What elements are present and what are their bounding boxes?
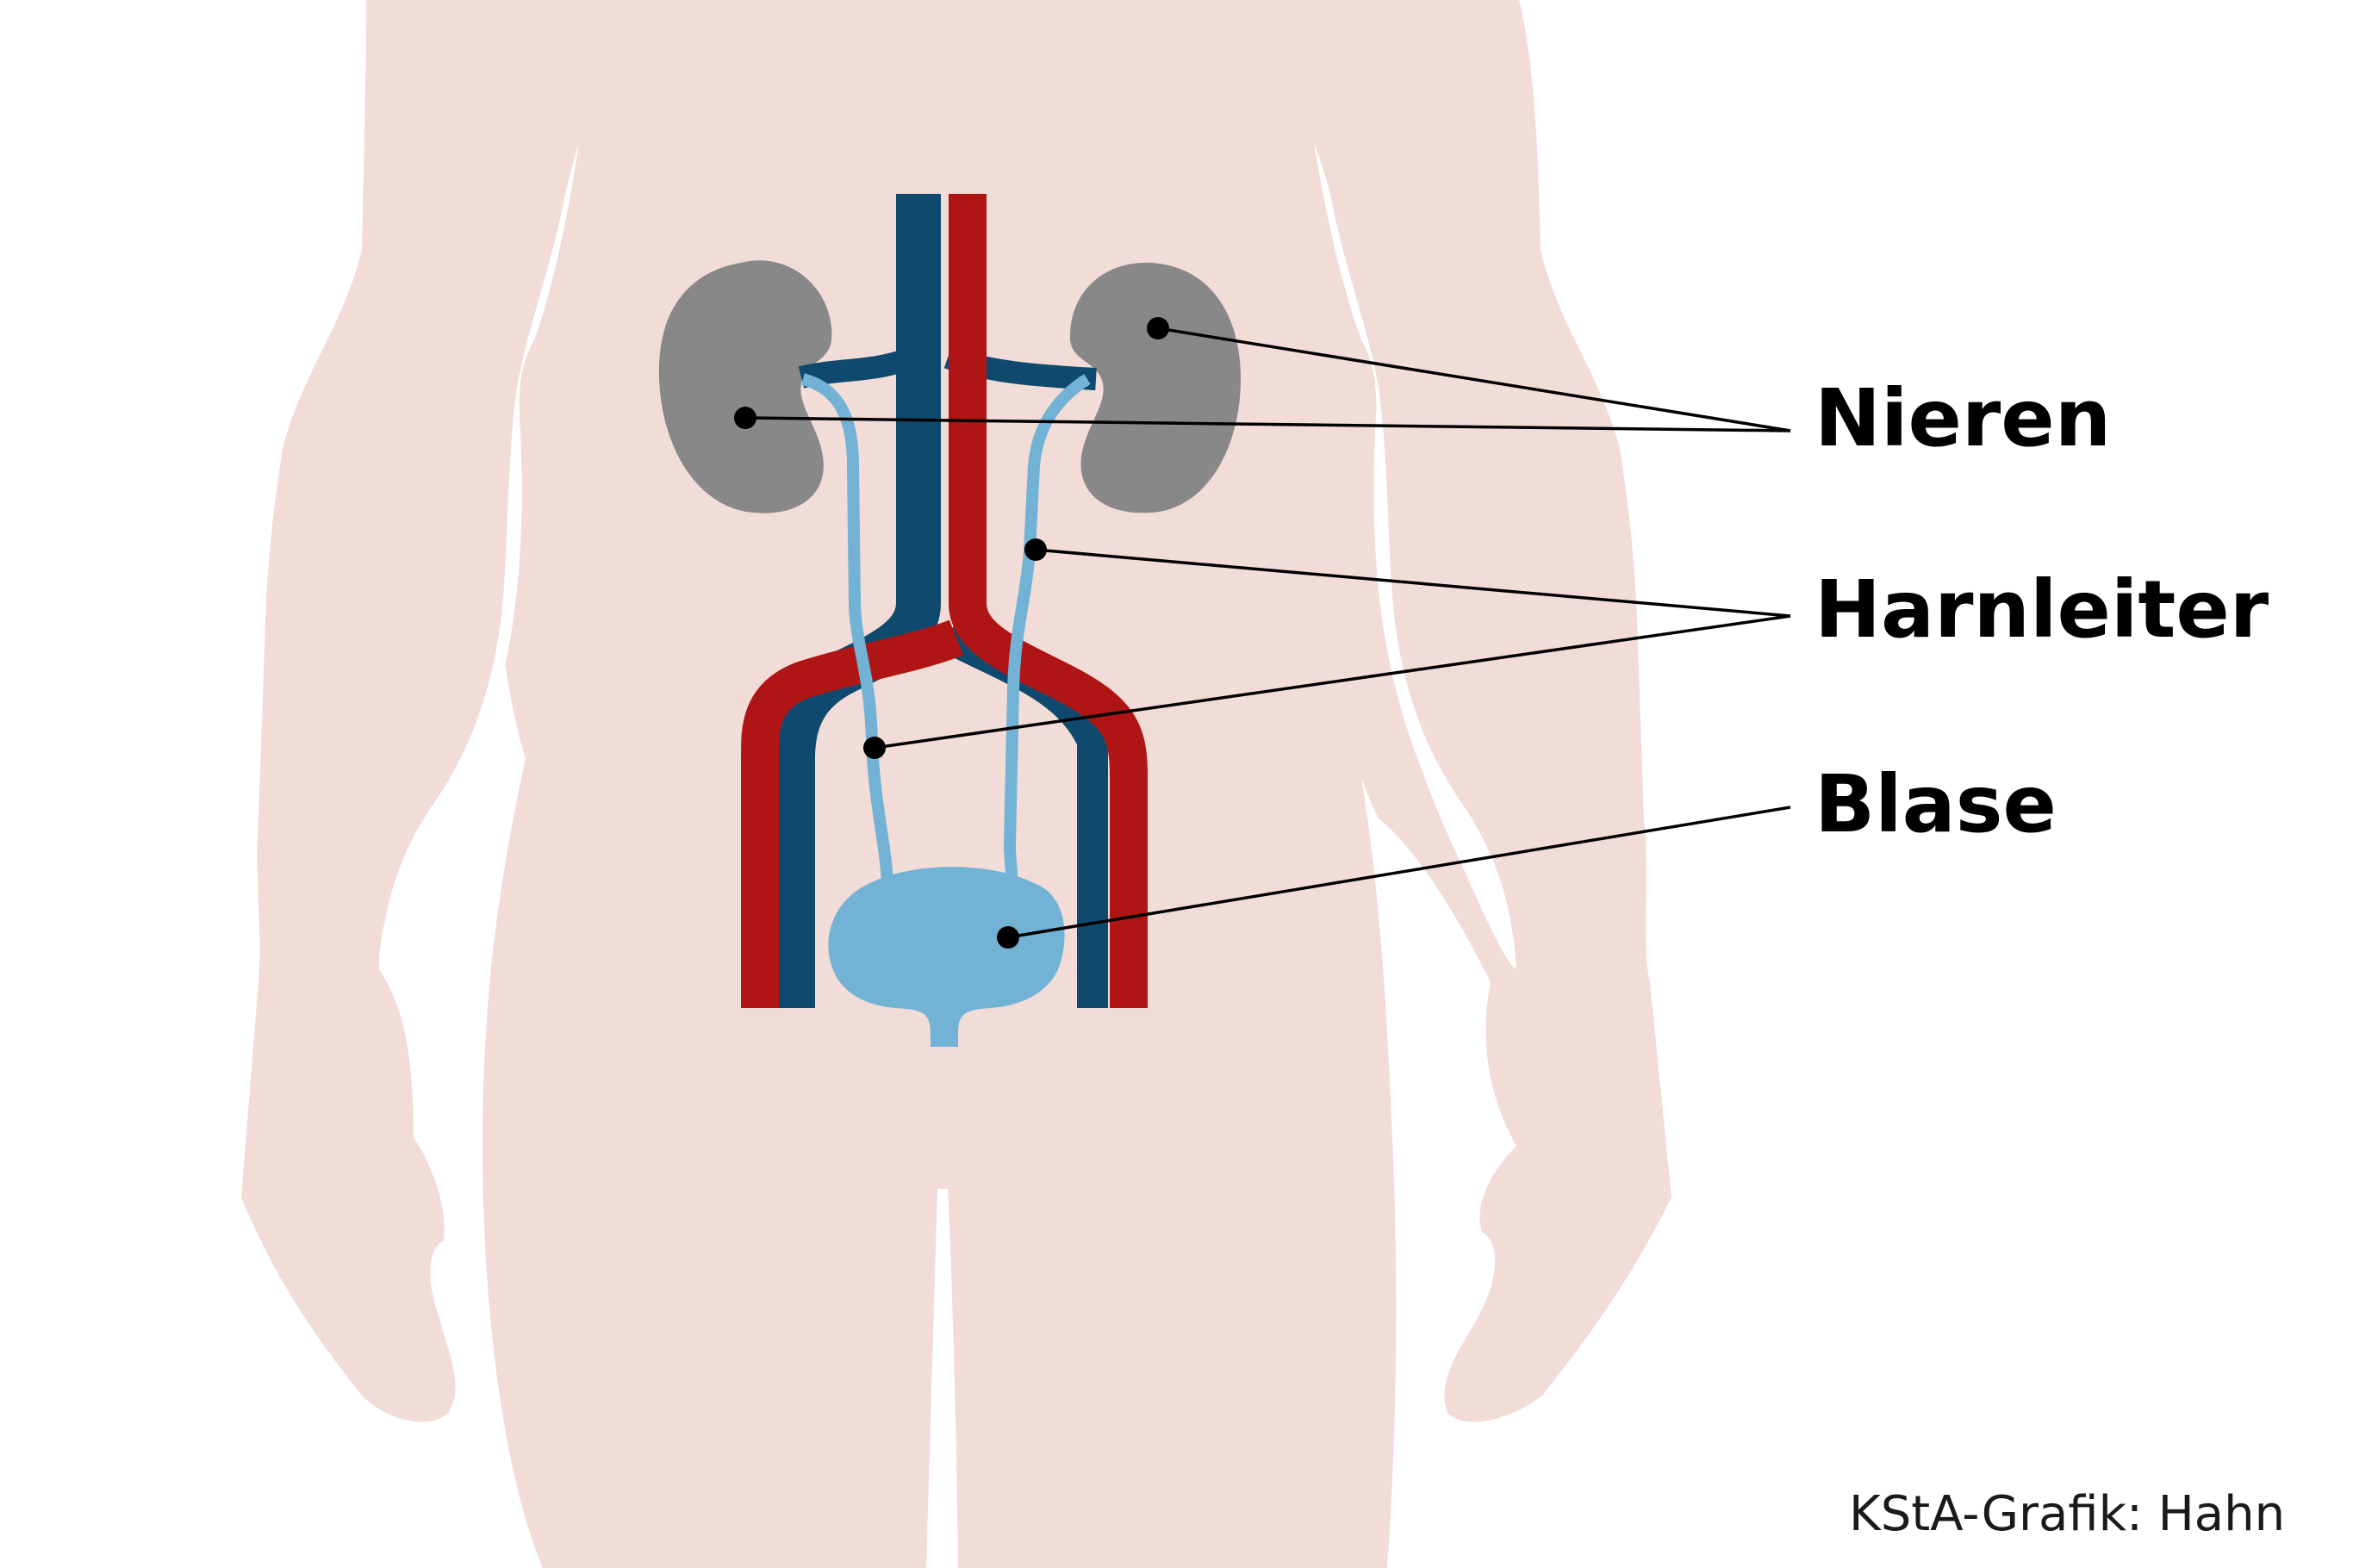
pointer-dot-right-kidney <box>1147 317 1169 339</box>
right-ureter <box>1000 374 1091 901</box>
pointer-dot-bladder <box>997 926 1019 949</box>
pointer-line-right-kidney <box>1157 327 1791 432</box>
bladder <box>828 867 1065 1047</box>
pointer-dot-right-ureter <box>1024 538 1047 561</box>
label-ureter: Harnleiter <box>1815 563 2269 656</box>
aorta <box>949 194 1148 1008</box>
pointer-line-bladder <box>1007 806 1791 939</box>
label-kidneys: Nieren <box>1815 372 2112 464</box>
right-kidney <box>1069 262 1241 513</box>
aorta-left-branch <box>740 619 964 1008</box>
left-kidney <box>658 260 832 513</box>
pointer-dot-left-kidney <box>734 407 756 429</box>
pointer-line-right-ureter <box>1035 548 1791 618</box>
pointer-line-left-ureter <box>874 614 1791 750</box>
graphic-credit: KStA-Grafik: Hahn <box>1849 1486 2286 1542</box>
label-bladder: Blase <box>1815 758 2057 850</box>
pointer-line-left-kidney <box>744 416 1791 432</box>
right-arm-gap <box>1314 142 1516 969</box>
left-renal-vein <box>798 349 909 389</box>
left-arm-gap <box>379 142 579 969</box>
left-ureter <box>800 373 893 888</box>
body-silhouette <box>241 0 1671 1568</box>
pointer-dot-left-ureter <box>863 737 886 759</box>
